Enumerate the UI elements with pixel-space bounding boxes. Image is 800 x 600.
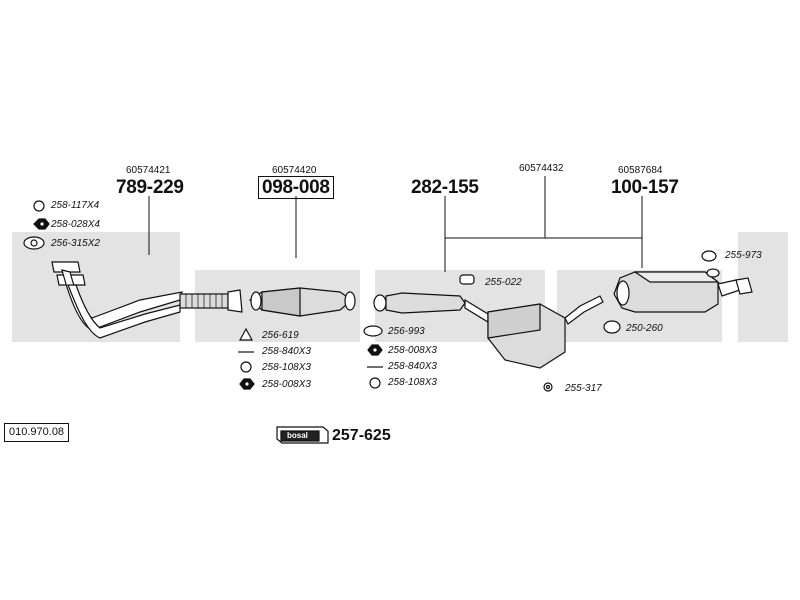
fitting-label: 258-840X3 bbox=[262, 346, 311, 357]
mounting-kit-part-number: 257-625 bbox=[332, 427, 391, 444]
fitting-label: 258-028X4 bbox=[51, 219, 100, 230]
part-number-label: 282-155 bbox=[411, 177, 479, 198]
fitting-label: 256-315X2 bbox=[51, 238, 100, 249]
fitting-label: 255-317 bbox=[565, 383, 602, 394]
oe-code-label: 60587684 bbox=[618, 165, 663, 176]
fitting-label: 258-108X3 bbox=[262, 362, 311, 373]
fitting-label: 256-619 bbox=[262, 330, 299, 341]
oe-code-label: 60574421 bbox=[126, 165, 171, 176]
rear-silencer-drawing bbox=[613, 268, 753, 313]
fitting-symbols bbox=[23, 200, 717, 392]
fitting-label: 256-993 bbox=[388, 326, 425, 337]
bosal-kit-box bbox=[276, 426, 329, 444]
oe-code-label: 60574420 bbox=[272, 165, 317, 176]
fitting-label: 258-840X3 bbox=[388, 361, 437, 372]
fitting-label: 255-973 bbox=[725, 250, 762, 261]
fitting-label: 258-108X3 bbox=[388, 377, 437, 388]
fitting-label: 258-008X3 bbox=[388, 345, 437, 356]
part-number-label: 100-157 bbox=[611, 177, 679, 198]
fitting-label: 255-022 bbox=[485, 277, 522, 288]
front-pipe-drawing bbox=[51, 261, 243, 339]
oe-code-label: 60574432 bbox=[519, 163, 564, 174]
catalytic-converter-drawing bbox=[248, 287, 356, 317]
fitting-label: 250-260 bbox=[626, 323, 663, 334]
part-number-label: 789-229 bbox=[116, 177, 184, 198]
leader-lines bbox=[148, 176, 643, 272]
centre-silencer-drawing bbox=[373, 292, 604, 369]
bosal-brand-text: bosal bbox=[287, 431, 308, 440]
part-number-label-boxed: 098-008 bbox=[258, 176, 334, 199]
fitting-label: 258-008X3 bbox=[262, 379, 311, 390]
diagram-reference-number: 010.970.08 bbox=[4, 423, 70, 442]
fitting-label: 258-117X4 bbox=[51, 200, 100, 211]
